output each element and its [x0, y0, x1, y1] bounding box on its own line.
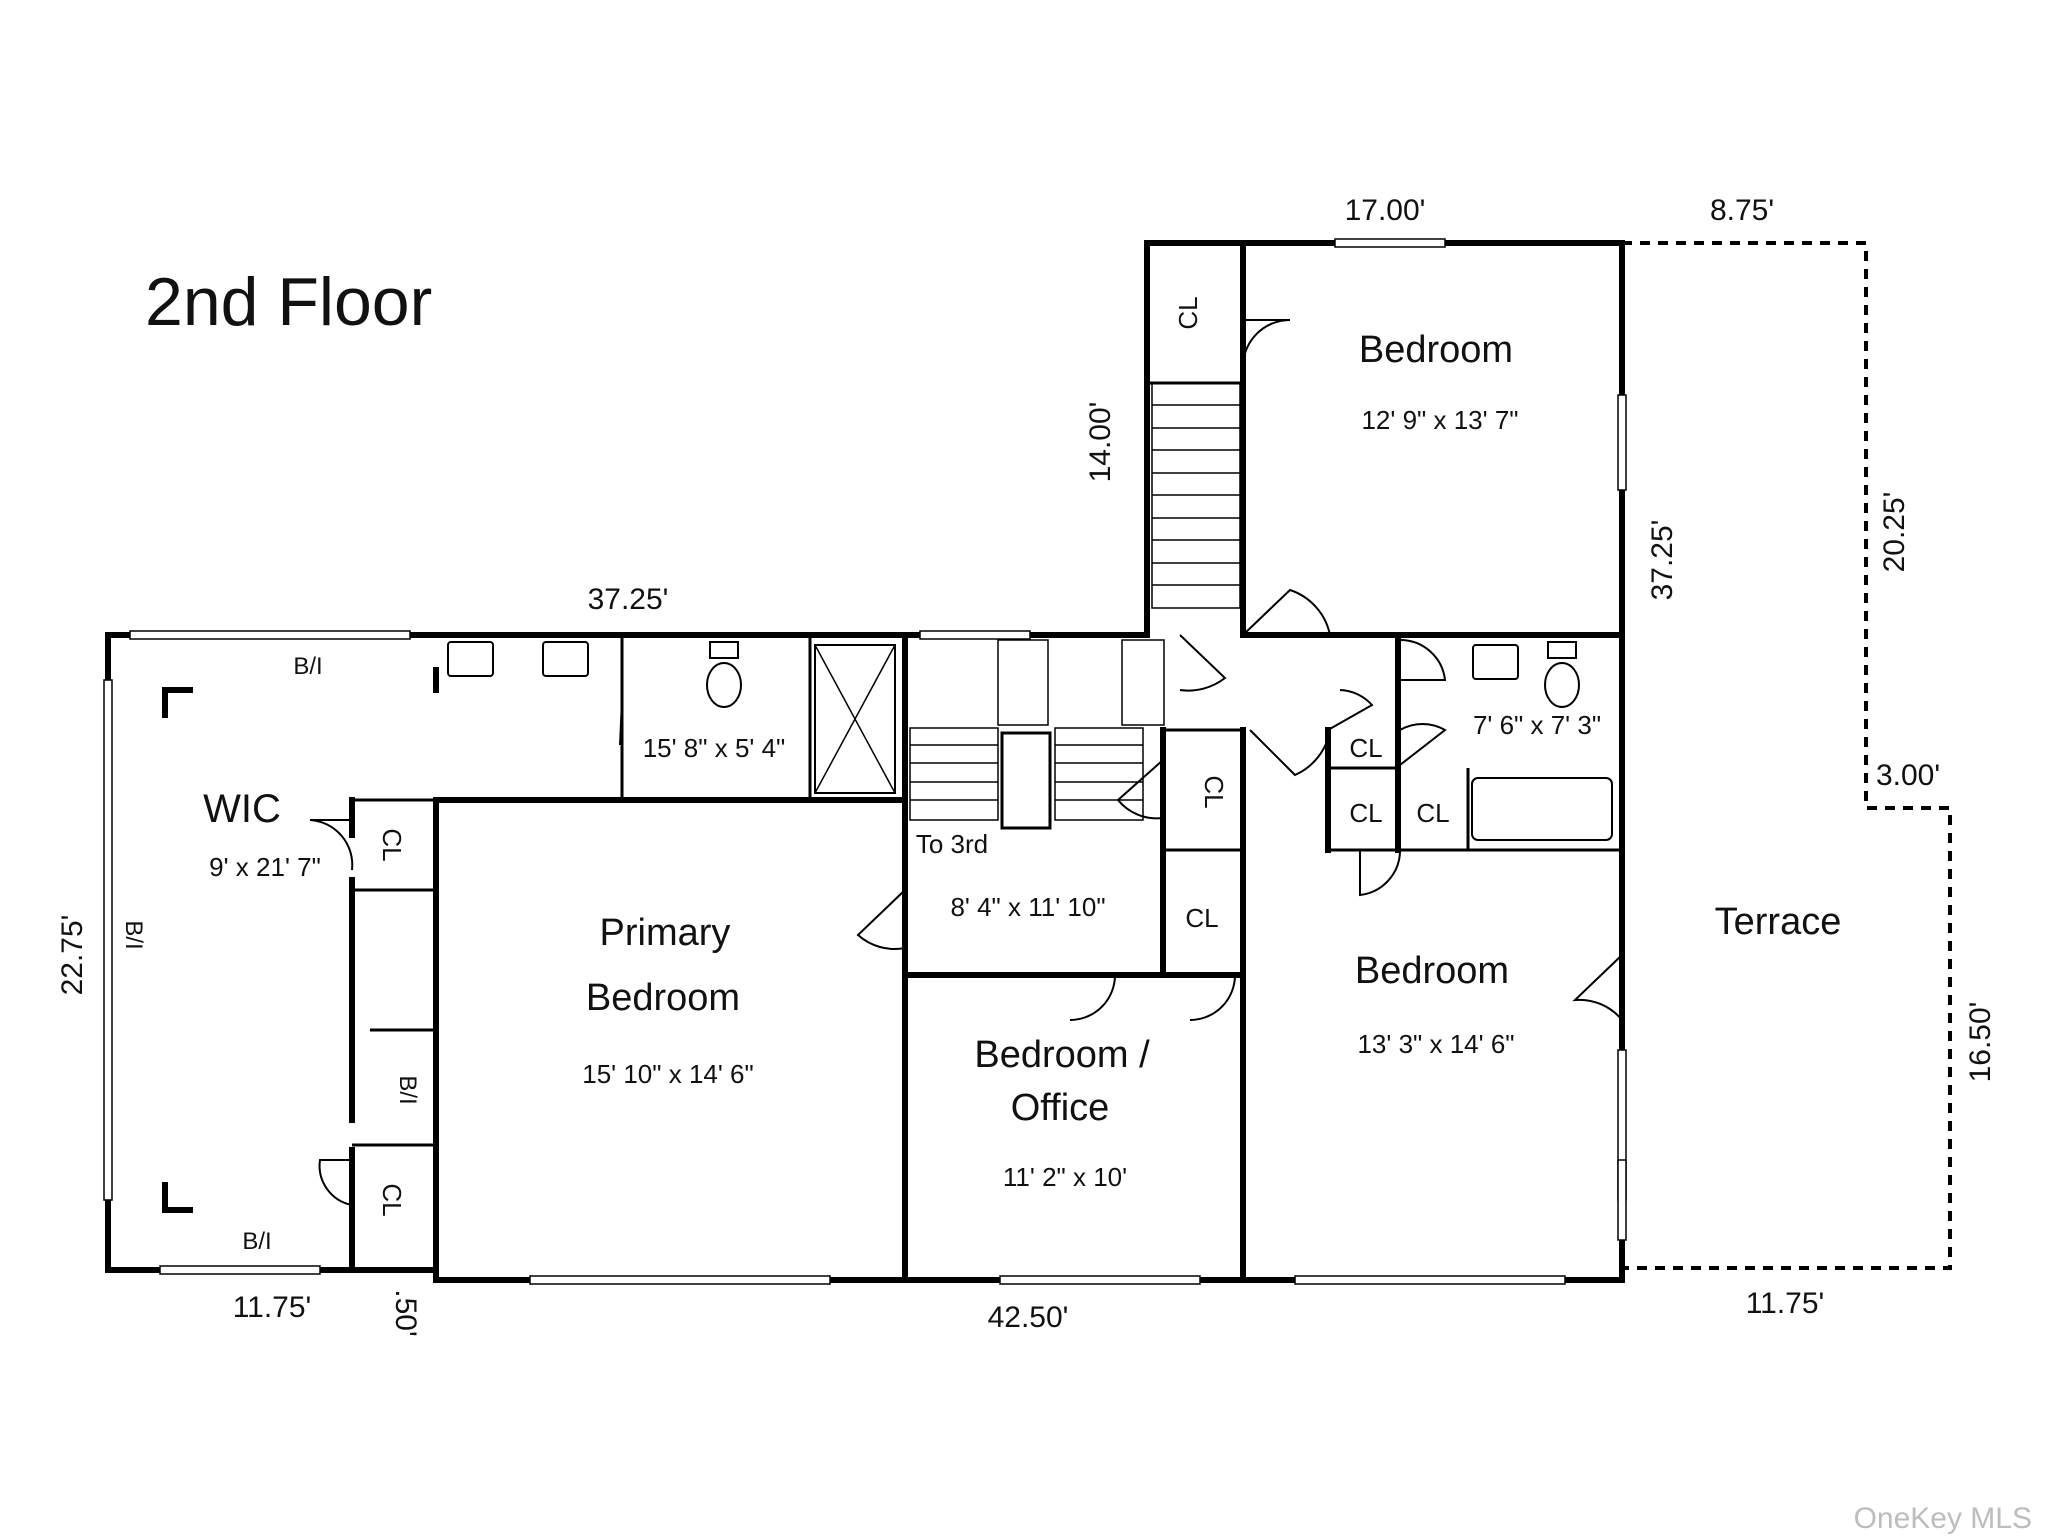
room-hall-size: 8' 4" x 11' 10"	[950, 892, 1105, 922]
interior-walls	[349, 240, 1625, 1283]
closet-label: CL	[377, 1183, 407, 1216]
closet-label: CL	[1173, 296, 1203, 329]
dimension-label: 17.00'	[1345, 194, 1426, 227]
dimension-label: 22.75'	[56, 915, 89, 996]
terrace-label: Terrace	[1715, 901, 1842, 943]
built-in-label: B/I	[293, 653, 322, 680]
dimension-label: 37.25'	[588, 583, 669, 616]
room-wic-size: 9' x 21' 7"	[209, 852, 321, 882]
stairs-label: To 3rd	[916, 829, 988, 859]
room-primary-name-2: Bedroom	[586, 977, 740, 1019]
dimension-label: 8.75'	[1710, 194, 1774, 227]
closet-label: CL	[1199, 775, 1229, 808]
door-swings	[309, 318, 1623, 1206]
room-primary-size: 15' 10" x 14' 6"	[582, 1059, 754, 1089]
room-primary-bath-size: 15' 8" x 5' 4"	[643, 733, 786, 763]
dimension-label: 14.00'	[1084, 402, 1117, 483]
closet-label: CL	[1416, 798, 1449, 828]
dimension-label: 37.25'	[1646, 520, 1679, 601]
staircase-to-third	[909, 639, 1165, 830]
floor-title: 2nd Floor	[145, 264, 432, 340]
room-bedroom-right-size: 13' 3" x 14' 6"	[1357, 1029, 1514, 1059]
dimension-label: 3.00'	[1876, 759, 1940, 792]
room-bedroom-right-name: Bedroom	[1355, 950, 1509, 992]
dimension-label: 16.50'	[1964, 1002, 1997, 1083]
dimension-label: 11.75'	[233, 1291, 312, 1324]
room-wic-name: WIC	[203, 787, 281, 831]
room-office-name-1: Bedroom /	[974, 1034, 1150, 1076]
dimension-label: 20.25'	[1878, 492, 1911, 573]
closet-label: CL	[377, 828, 407, 861]
built-in-label: B/I	[120, 920, 147, 949]
room-primary-name-1: Primary	[600, 912, 731, 954]
terrace-outline	[1622, 241, 1952, 1270]
staircase-upper	[1151, 382, 1241, 609]
primary-bath-fixtures	[447, 641, 896, 794]
built-in-label: B/I	[394, 1075, 421, 1104]
wic-corner-marks	[162, 687, 193, 1213]
room-bath2-size: 7' 6" x 7' 3"	[1473, 710, 1601, 740]
watermark: OneKey MLS	[1854, 1502, 2032, 1535]
dimension-label: 11.75'	[1746, 1287, 1825, 1320]
room-bedroom-top-size: 12' 9" x 13' 7"	[1361, 405, 1518, 435]
second-bath-fixtures	[1471, 641, 1613, 841]
room-office-size: 11' 2" x 10'	[1003, 1162, 1127, 1192]
dimension-label: .50'	[389, 1289, 422, 1336]
room-office-name-2: Office	[1011, 1087, 1110, 1129]
windows	[103, 238, 1627, 1285]
built-in-label: B/I	[242, 1228, 271, 1255]
room-bedroom-top-name: Bedroom	[1359, 329, 1513, 371]
closet-label: CL	[1349, 733, 1382, 763]
closet-label: CL	[1349, 798, 1382, 828]
dimension-label: 42.50'	[988, 1301, 1069, 1334]
closet-label: CL	[1185, 903, 1218, 933]
